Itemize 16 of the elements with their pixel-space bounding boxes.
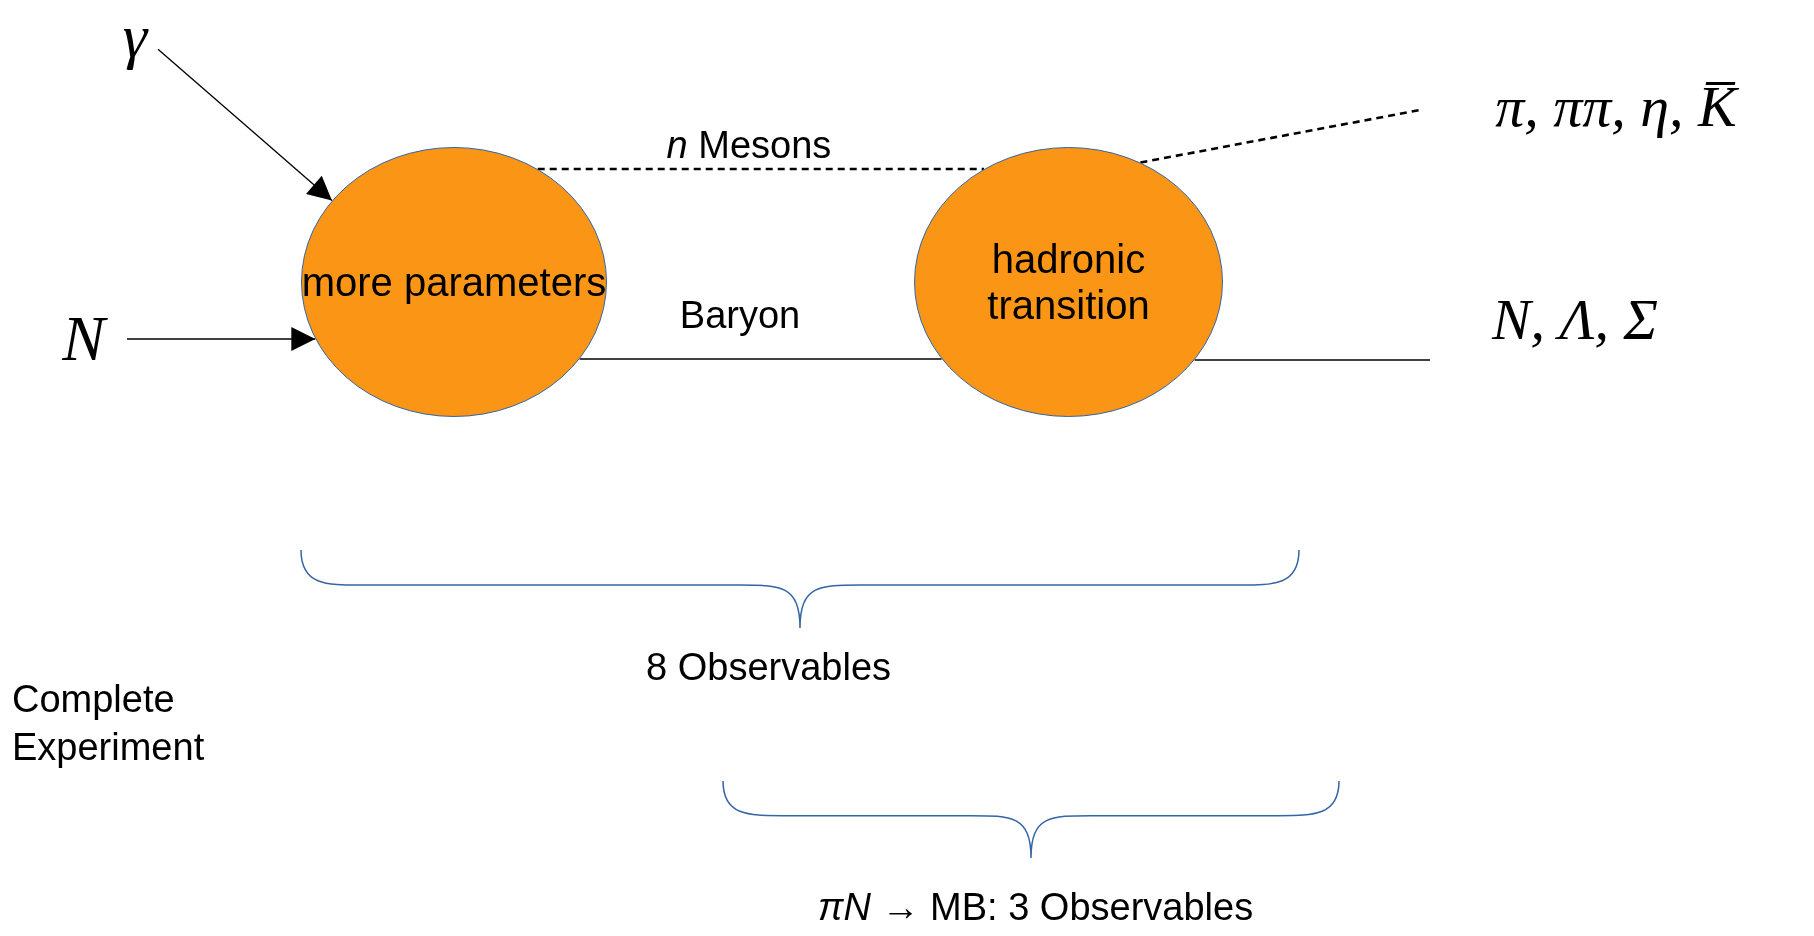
text-label: 8 Observables <box>646 645 891 690</box>
node-label: hadronic transition <box>986 236 1151 328</box>
connector-line <box>1140 108 1421 164</box>
math-symbol-label: π, ππ, η, K̅ <box>1495 73 1737 141</box>
connector-line <box>579 358 943 360</box>
ellipse-node <box>914 147 1223 417</box>
text-label: Complete Experiment <box>12 677 206 770</box>
ellipse-node <box>301 147 607 417</box>
connector-line <box>1193 359 1431 361</box>
math-symbol-label: γ <box>122 1 148 73</box>
math-symbol-label: N, Λ, Σ <box>1491 286 1659 354</box>
node-label: more parameters <box>301 259 607 305</box>
arrow <box>126 327 316 351</box>
arrow <box>157 48 333 202</box>
connector-line <box>537 167 984 171</box>
text-label: πN → MB: 3 Observables <box>818 885 1254 930</box>
